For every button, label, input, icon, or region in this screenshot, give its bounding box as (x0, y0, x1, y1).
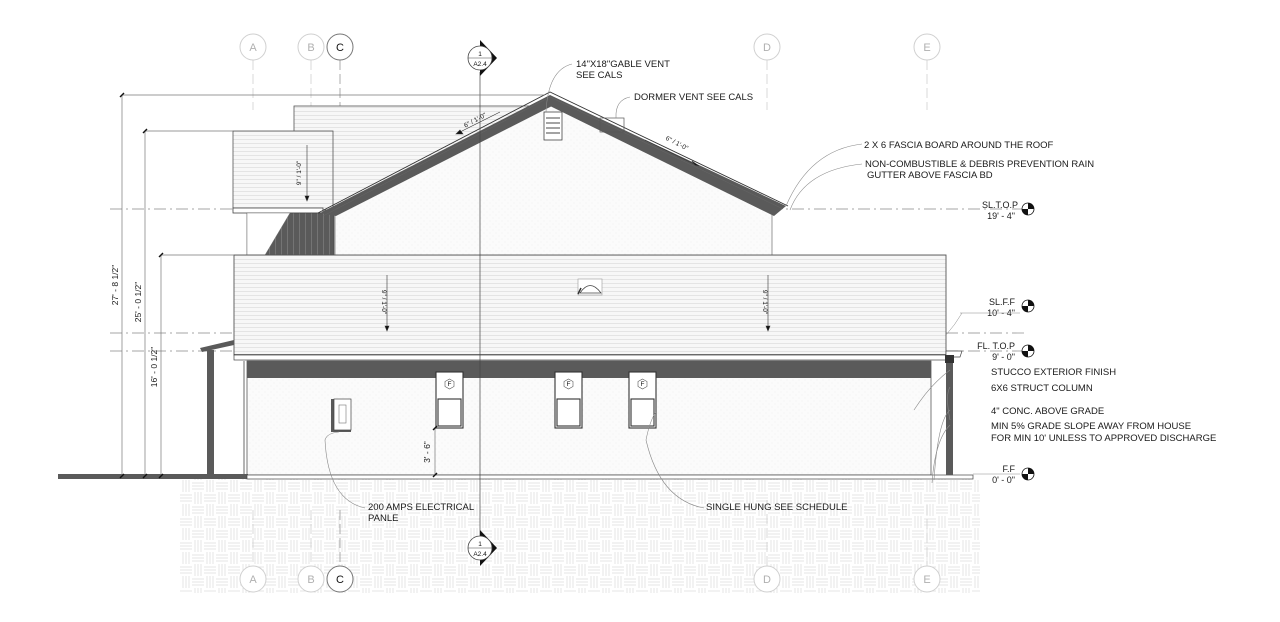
lower-eave (233, 354, 947, 361)
level-marker-sl-top: SL.T.O.P 19' - 4" (982, 200, 1035, 221)
note-column: 6X6 STRUCT COLUMN (991, 383, 1093, 394)
svg-text:FL. T.O.P: FL. T.O.P (977, 341, 1015, 351)
left-porch-column (207, 350, 214, 474)
level-marker-sl-ff: SL.F.F 10' - 4" (945, 297, 1035, 336)
slope-lower-hip-left: 9" / 1'-0" (380, 290, 387, 315)
svg-text:9' - 0": 9' - 0" (992, 352, 1015, 362)
svg-text:A2.4: A2.4 (473, 61, 487, 68)
grid-bubble-c-bottom: C (326, 565, 354, 593)
level-marker-ff: F.F 0' - 0" (973, 464, 1035, 485)
level-target-icon (1021, 202, 1035, 216)
note-grade: MIN 5% GRADE SLOPE AWAY FROM HOUSE (991, 421, 1191, 432)
svg-text:A2.4: A2.4 (473, 551, 487, 558)
grid-lines (252, 60, 928, 566)
window-3: F (628, 371, 657, 429)
note-gutter-2: GUTTER ABOVE FASCIA BD (867, 170, 993, 181)
note-dormer-vent: DORMER VENT SEE CALS (634, 92, 753, 103)
grade-slab (58, 474, 248, 479)
svg-text:B: B (307, 42, 314, 54)
svg-text:E: E (923, 574, 930, 586)
grid-bubble-d-top: D (753, 33, 781, 61)
gable-fascia (317, 91, 789, 214)
svg-text:F.F: F.F (1003, 464, 1016, 474)
foundation-slab (246, 474, 974, 480)
section-marker-bottom[interactable]: 1 A2.4 (467, 530, 497, 566)
note-window: SINGLE HUNG SEE SCHEDULE (706, 502, 847, 513)
grid-bubble-e-top: E (913, 33, 941, 61)
dormer-vent (599, 117, 625, 133)
svg-text:E: E (923, 42, 930, 54)
level-marker-fl-top: FL. T.O.P 9' - 0" (977, 341, 1035, 362)
wall-frieze-band (247, 361, 931, 378)
lower-roof (233, 254, 947, 356)
svg-text:A: A (249, 574, 257, 586)
grid-bubble-b-bottom: B (297, 565, 325, 593)
level-target-icon (1021, 344, 1035, 358)
gable-vent (543, 111, 563, 141)
note-gable-vent: 14"X18"GABLE VENT (576, 59, 670, 70)
svg-text:F: F (448, 381, 452, 388)
note-concrete: 4" CONC. ABOVE GRADE (991, 406, 1104, 417)
window-1: F (435, 371, 464, 429)
note-gable-vent-2: SEE CALS (576, 70, 622, 81)
level-target-icon (1021, 299, 1035, 313)
svg-text:F: F (641, 381, 645, 388)
dim-overall: 27' - 8 1/2" (110, 265, 120, 306)
svg-text:SL.F.F: SL.F.F (989, 297, 1016, 307)
svg-text:1: 1 (478, 541, 482, 548)
dim-sill: 3' - 6" (422, 441, 432, 463)
dim-lower: 16' - 0 1/2" (149, 347, 159, 388)
note-fascia: 2 X 6 FASCIA BOARD AROUND THE ROOF (864, 140, 1054, 151)
svg-text:B: B (307, 574, 314, 586)
svg-text:C: C (336, 42, 344, 54)
upper-roof-left (232, 130, 334, 211)
window-2: F (554, 371, 583, 429)
note-grade-2: FOR MIN 10' UNLESS TO APPROVED DISCHARGE (991, 433, 1216, 444)
grid-bubble-c-top: C (326, 33, 354, 61)
leader-lines (324, 63, 951, 509)
grid-bubble-d-bottom: D (753, 565, 781, 593)
grid-bubble-a-bottom: A (239, 565, 267, 593)
dimension-ticks (119, 92, 438, 479)
upper-eave (232, 207, 324, 214)
svg-text:D: D (763, 574, 771, 586)
note-panel-2: PANLE (368, 513, 398, 524)
svg-text:A: A (249, 42, 257, 54)
svg-text:D: D (763, 42, 771, 54)
svg-text:1: 1 (478, 51, 482, 58)
grid-bubble-a-top: A (239, 33, 267, 61)
svg-text:F: F (567, 381, 571, 388)
slope-upper-hip: 9" / 1'-0" (296, 160, 303, 185)
note-gutter: NON-COMBUSTIBLE & DEBRIS PREVENTION RAIN (865, 159, 1094, 170)
dimension-lines (121, 94, 545, 476)
left-porch-roof (200, 340, 234, 352)
section-marker-top[interactable]: 1 A2.4 (467, 40, 497, 76)
grid-bubbles-top: A B C D E (239, 33, 941, 61)
electrical-panel (331, 398, 352, 432)
level-target-icon (1021, 467, 1035, 481)
svg-text:19' - 4": 19' - 4" (987, 211, 1015, 221)
gable-fascia-inner (322, 96, 784, 217)
slope-lower-hip-right: 9" / 1'-0" (761, 290, 768, 315)
note-stucco: STUCCO EXTERIOR FINISH (991, 367, 1116, 378)
slope-gable-right: 6" / 1'-0" (664, 135, 689, 153)
slope-arrows (304, 111, 771, 332)
svg-text:0' - 0": 0' - 0" (992, 475, 1015, 485)
grid-bubble-b-top: B (297, 33, 325, 61)
grid-bubbles-bottom: A B C D E (239, 565, 941, 593)
svg-text:SL.T.O.P: SL.T.O.P (982, 200, 1018, 210)
note-panel: 200 AMPS ELECTRICAL (368, 502, 474, 513)
roof-vent (577, 278, 603, 296)
svg-text:C: C (336, 574, 344, 586)
lower-wall (246, 360, 932, 476)
grid-bubble-e-bottom: E (913, 565, 941, 593)
dim-upper: 25' - 0 1/2" (133, 282, 143, 323)
